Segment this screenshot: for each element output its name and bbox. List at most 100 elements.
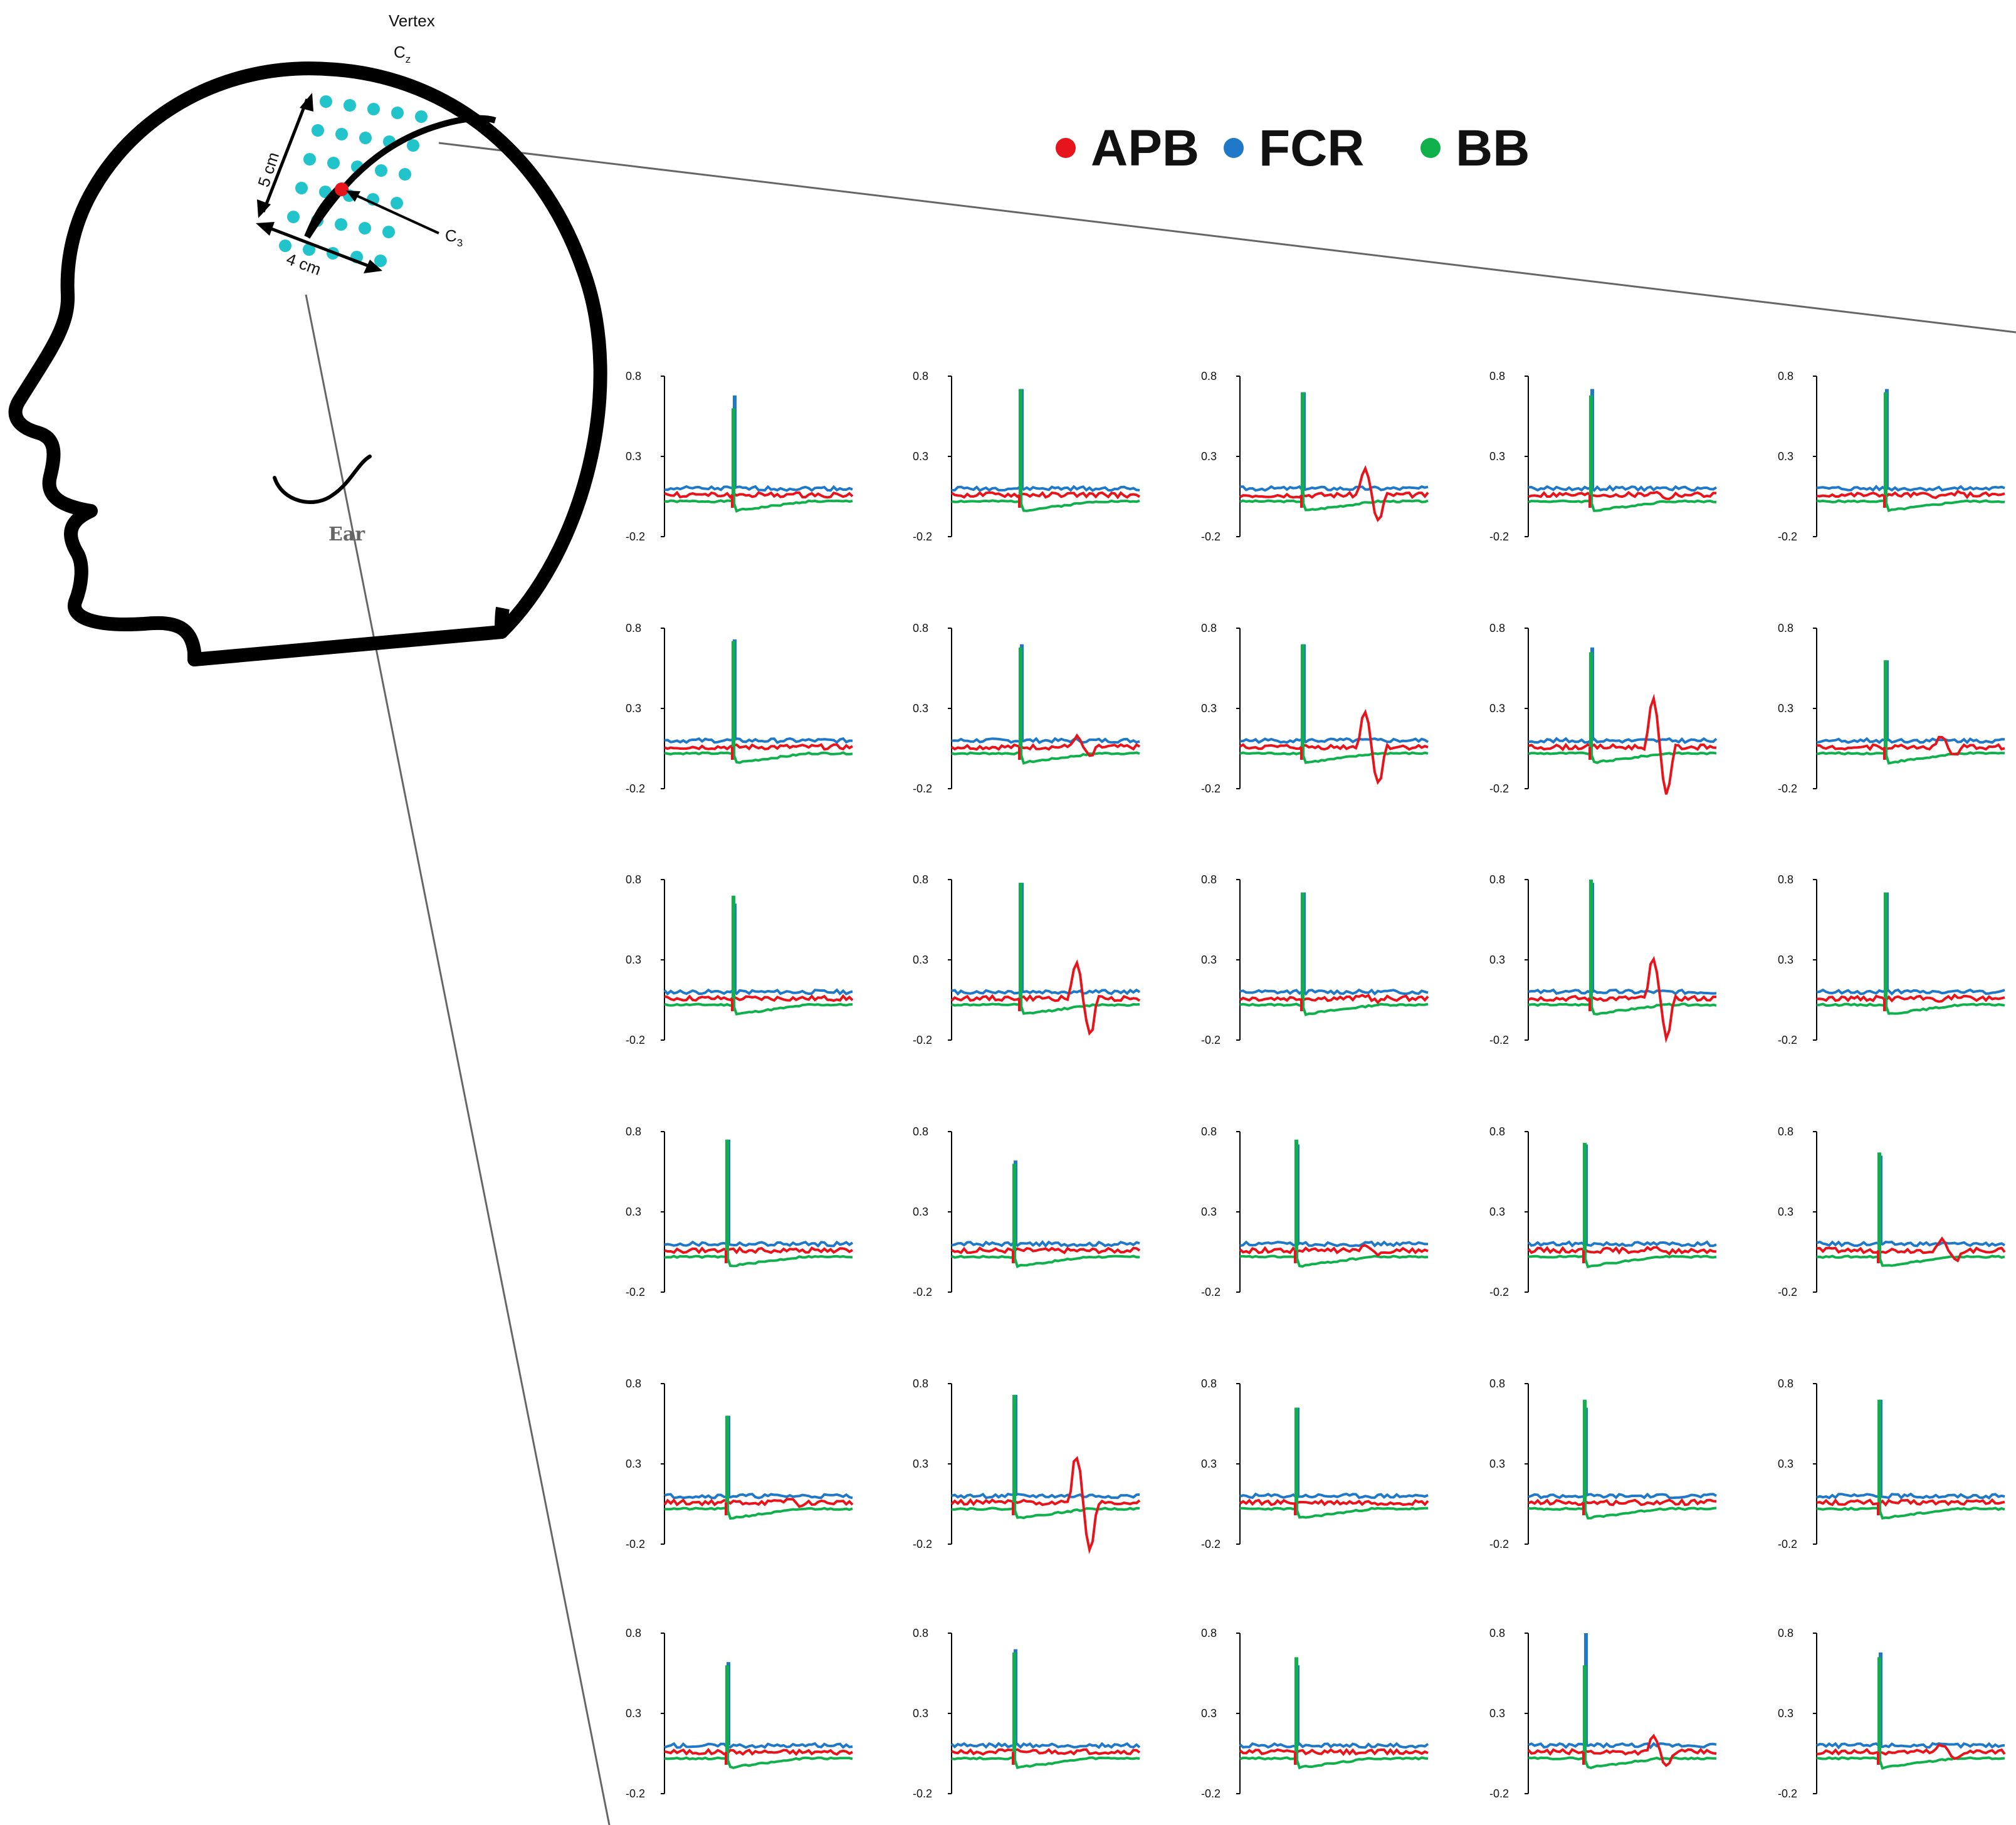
trace-fcr [1816,1240,2005,1248]
mep-panel: 0.80.3-0.2 [1489,1377,1717,1550]
trace-fcr [951,1492,1140,1500]
mep-panel: 0.80.3-0.2 [913,622,1141,795]
mep-panel: 0.80.3-0.2 [1778,873,2005,1046]
y-tick-label: -0.2 [1489,1034,1509,1046]
y-tick-label: 0.8 [913,622,928,634]
y-tick-label: -0.2 [1201,782,1221,795]
trace-bb [1239,499,1429,512]
y-tick-label: 0.8 [1201,1627,1217,1639]
dim-horizontal-label: 4 cm [284,249,323,278]
trace-bb [1816,1254,2005,1267]
y-tick-label: -0.2 [1201,530,1221,543]
trace-bb [1816,499,2005,513]
trace-apb [1816,490,2005,500]
trace-bb [951,751,1140,765]
trace-apb [1528,955,1717,1043]
electrode-dot-icon [375,164,387,177]
trace-apb [1528,1498,1717,1507]
y-tick-label: 0.8 [1489,1377,1505,1390]
y-tick-label: 0.8 [1778,370,1793,382]
y-tick-label: -0.2 [626,1286,645,1298]
y-tick-label: 0.3 [1778,1206,1793,1218]
trace-bb [664,1002,853,1016]
y-tick-label: 0.8 [626,1627,641,1639]
y-tick-label: -0.2 [1489,1538,1509,1550]
trace-apb [1816,735,2005,756]
trace-bb [1528,1756,1717,1769]
trace-fcr [1528,1742,1717,1750]
electrode-dot-icon [287,211,300,223]
trace-fcr [1816,1492,2005,1500]
y-tick-label: 0.8 [1778,622,1793,634]
trace-apb [1239,708,1429,785]
y-tick-label: 0.3 [1778,450,1793,463]
trace-bb [664,751,853,764]
trace-bb [1239,1254,1429,1268]
mep-panel: 0.80.3-0.2 [1778,622,2005,795]
trace-apb [1816,1236,2006,1263]
electrode-dot-icon [359,132,372,144]
y-tick-label: 0.8 [1778,1377,1793,1390]
legend-swatch-fcr [1224,138,1244,158]
dim-vertical-head-bottom [257,199,271,218]
electrode-dot-icon [295,182,308,194]
trace-fcr [1239,737,1429,744]
trace-bb [951,1254,1140,1268]
mep-panel: 0.80.3-0.2 [913,1377,1141,1554]
electrode-dot-icon [367,103,380,115]
mep-panel: 0.8 0.3 -0.2 [1778,370,2005,543]
y-tick-label: -0.2 [913,1787,932,1800]
trace-apb [664,743,854,751]
y-tick-label: 0.8 [1778,873,1793,886]
mep-panel: 0.80.3-0.2 [626,1125,854,1298]
trace-bb [1816,1756,2005,1770]
y-tick-label: -0.2 [913,782,932,795]
c3-arrowhead [346,191,360,202]
vertex-label: Vertex [389,11,435,30]
mep-panel: 0.80.3-0.2 [1489,873,1717,1046]
y-tick-label: 0.8 [1489,1125,1505,1138]
electrode-dot-icon [415,110,428,123]
trace-apb [1239,1244,1429,1257]
trace-apb [950,959,1141,1036]
y-tick-label: 0.3 [1489,954,1505,966]
mep-panel: 0.80.3-0.2 [913,1125,1141,1298]
y-tick-label: -0.2 [1778,530,1797,543]
trace-apb [1528,490,1717,500]
electrode-dot-icon [391,197,403,209]
trace-fcr [950,1742,1141,1749]
mep-panel: 0.80.3-0.2 [1778,1125,2006,1298]
trace-fcr [951,737,1140,744]
y-tick-label: -0.2 [1201,1538,1221,1550]
y-tick-label: 0.3 [1489,450,1505,463]
electrode-dot-icon [382,226,395,238]
y-tick-label: -0.2 [1778,1538,1797,1550]
y-tick-label: -0.2 [913,1286,932,1298]
electrode-dot-icon [320,95,332,108]
y-tick-label: 0.3 [1778,1707,1793,1720]
y-tick-label: 0.3 [626,450,641,463]
y-tick-label: 0.8 [1201,1377,1217,1390]
trace-bb [1816,1002,2005,1015]
trace-fcr [1239,1240,1429,1248]
trace-apb [1239,1747,1429,1757]
trace-fcr [663,988,853,996]
y-tick-label: 0.8 [1778,1627,1793,1639]
neck-bottom [187,625,508,666]
y-tick-label: 0.8 [626,873,641,886]
y-tick-label: -0.2 [626,1787,645,1800]
trace-apb [1528,693,1717,795]
electrode-dot-icon [407,139,419,152]
y-tick-label: -0.2 [626,1034,645,1046]
trace-apb [664,1747,853,1757]
central-sulcus [304,115,496,239]
trace-fcr [664,1742,853,1749]
y-tick-label: 0.3 [1201,450,1217,463]
cz-label: Cz [394,43,411,65]
y-tick-label: 0.3 [1489,1707,1505,1720]
y-tick-label: -0.2 [1489,1286,1509,1298]
trace-fcr [664,737,853,744]
trace-fcr [1528,485,1718,493]
trace-bb [664,1507,853,1520]
mep-panel: 0.80.3-0.2 [1201,622,1429,795]
